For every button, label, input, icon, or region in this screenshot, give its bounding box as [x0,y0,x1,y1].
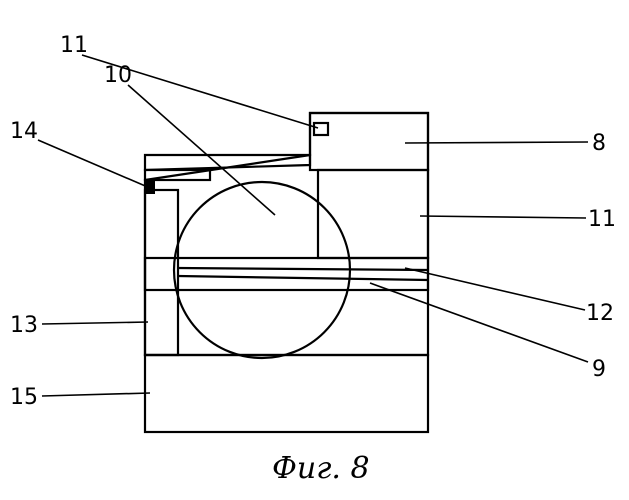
part-11-block [318,170,428,258]
part-15-base [145,355,428,432]
figure-caption: Фиг. 8 [272,451,370,486]
top-plate [145,155,310,170]
label-11-right: 11 [588,207,616,232]
parts-12-9-strip [145,258,428,290]
label-9: 9 [592,357,606,382]
label-8: 8 [592,131,606,156]
label-15: 15 [10,385,38,410]
label-13: 13 [10,313,38,338]
part-8-block [310,113,428,170]
label-14: 14 [10,119,38,144]
part-11-small-seal [314,123,328,135]
label-11-top: 11 [60,33,88,58]
label-12: 12 [586,301,614,326]
label-10: 10 [104,63,132,88]
leader-lines [38,55,588,396]
